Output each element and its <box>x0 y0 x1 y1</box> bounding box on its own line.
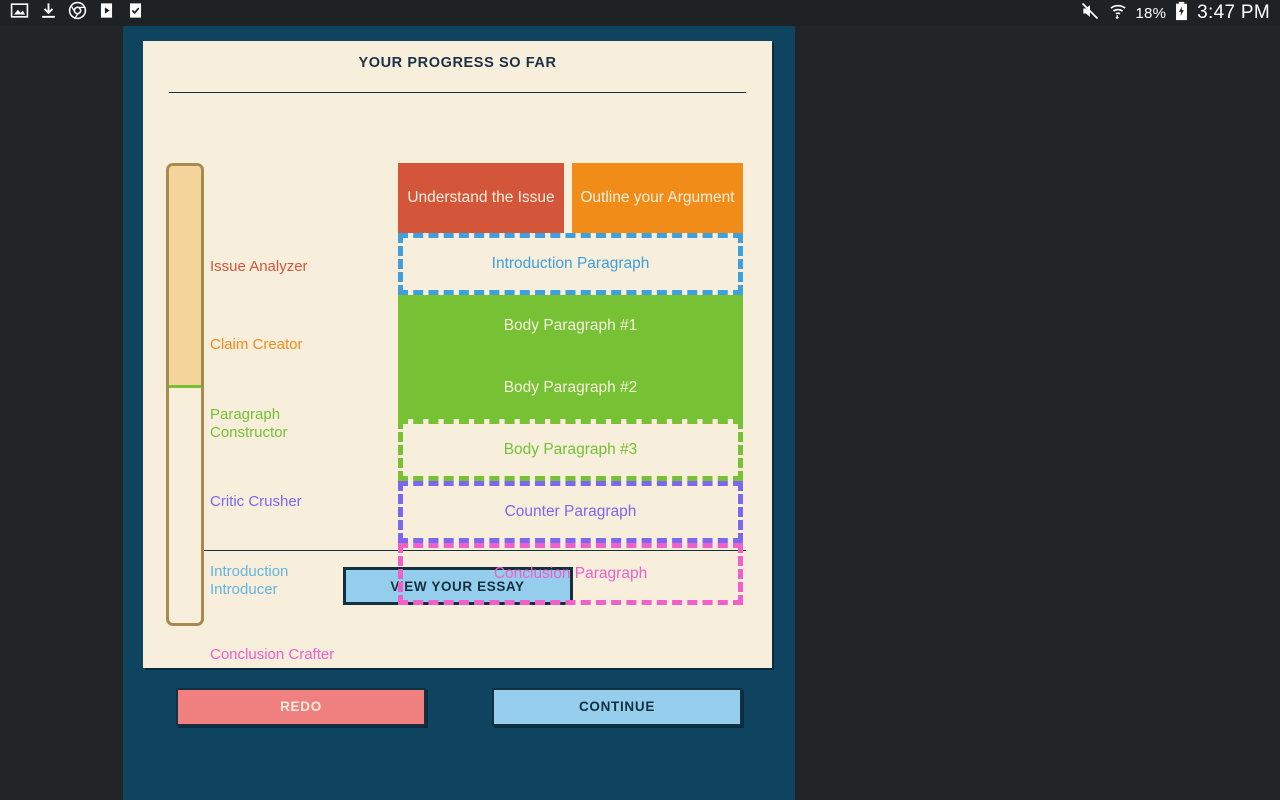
stage-label-6: Conclusion Crafter <box>210 646 335 663</box>
essay-block[interactable]: Understand the Issue <box>398 163 564 233</box>
vertical-progress-bar <box>166 163 204 626</box>
divider-bottom <box>169 550 746 551</box>
play-store-icon <box>97 1 116 25</box>
block-row: Conclusion Paragraph <box>398 543 743 605</box>
block-row: Introduction Paragraph <box>398 233 743 295</box>
android-status-bar: 18% 3:47 PM <box>0 0 1280 26</box>
battery-charging-icon <box>1174 1 1189 26</box>
view-essay-container: VIEW YOUR ESSAY <box>143 551 772 605</box>
page-title: YOUR PROGRESS SO FAR <box>358 55 557 71</box>
battery-percent-label: 18% <box>1135 4 1167 22</box>
status-bar-right-icons: 18% 3:47 PM <box>1080 1 1270 26</box>
essay-block[interactable]: Outline your Argument <box>572 163 743 233</box>
stage-label-5: Introduction Introducer <box>210 563 289 598</box>
block-row: Body Paragraph #2 <box>398 357 743 419</box>
app-installed-icon <box>126 1 145 25</box>
stage-label-4: Critic Crusher <box>210 493 302 510</box>
action-bar: REDO CONTINUE <box>123 688 795 732</box>
divider-top <box>169 92 746 93</box>
mute-icon <box>1080 1 1100 26</box>
download-icon <box>39 1 58 25</box>
stage-label-1: Issue Analyzer <box>210 258 308 275</box>
block-row: Counter Paragraph <box>398 481 743 543</box>
progress-fill <box>169 166 201 388</box>
status-bar-left-icons <box>10 1 145 25</box>
essay-block[interactable]: Counter Paragraph <box>398 481 743 543</box>
block-row: Body Paragraph #1 <box>398 295 743 357</box>
essay-block[interactable]: Body Paragraph #2 <box>398 357 743 419</box>
essay-block[interactable]: Conclusion Paragraph <box>398 543 743 605</box>
essay-block[interactable]: Introduction Paragraph <box>398 233 743 295</box>
chrome-icon <box>68 1 87 25</box>
redo-button[interactable]: REDO <box>176 688 426 726</box>
stage-label-2: Claim Creator <box>210 336 303 353</box>
clock-label: 3:47 PM <box>1197 2 1270 23</box>
block-row: Body Paragraph #3 <box>398 419 743 481</box>
continue-button[interactable]: CONTINUE <box>492 688 742 726</box>
stage-label-3: Paragraph Constructor <box>210 406 288 441</box>
view-your-essay-button[interactable]: VIEW YOUR ESSAY <box>342 567 573 605</box>
wifi-icon <box>1108 1 1128 26</box>
image-icon <box>10 1 29 25</box>
essay-block[interactable]: Body Paragraph #3 <box>398 419 743 481</box>
essay-block[interactable]: Body Paragraph #1 <box>398 295 743 357</box>
